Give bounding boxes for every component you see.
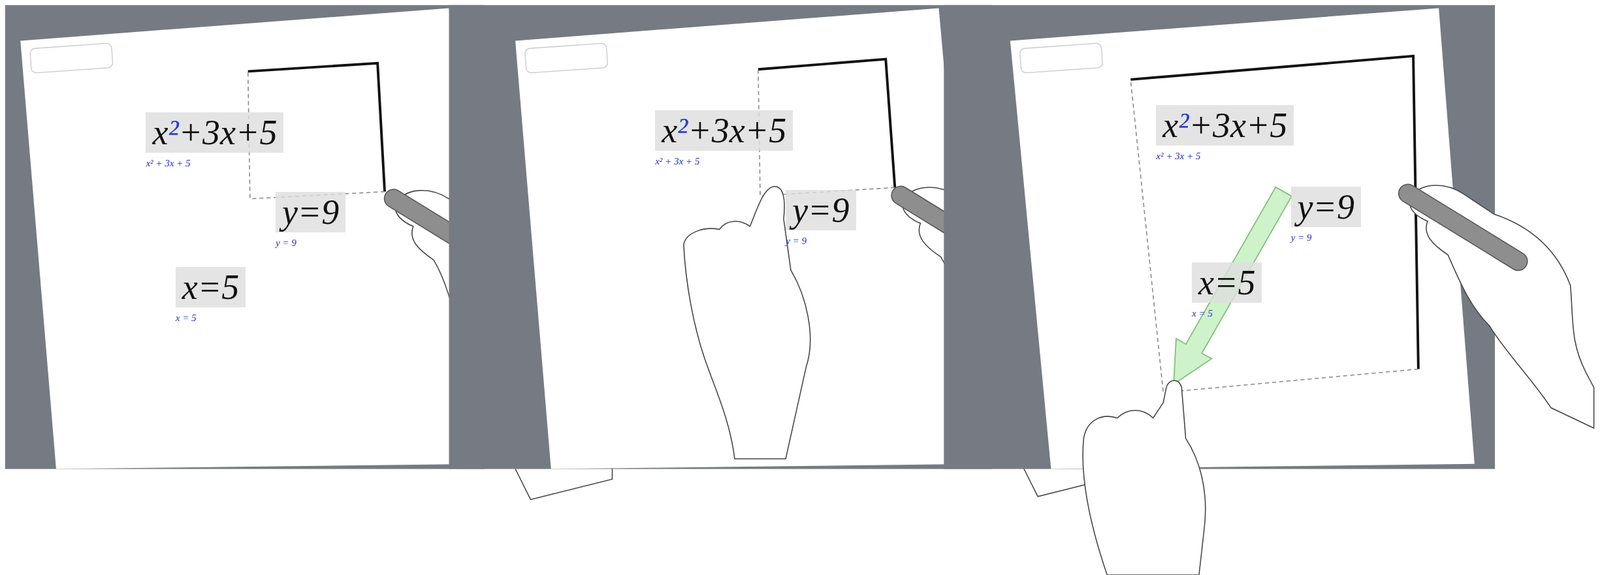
glyph: y xyxy=(282,192,298,232)
glyph: + xyxy=(178,112,203,153)
expression-box: y=9y = 9 xyxy=(1291,186,1361,244)
tablet-screen xyxy=(515,7,980,469)
glyph: ² xyxy=(1178,105,1189,145)
glyph: 5 xyxy=(768,111,787,151)
screen-tab xyxy=(525,43,608,74)
glyph: 9 xyxy=(1336,187,1355,227)
pen xyxy=(1394,180,1531,275)
recognized-text: y = 9 xyxy=(785,235,856,247)
glyph: x xyxy=(729,111,746,151)
handwritten-expression: y=9 xyxy=(785,190,856,231)
handwritten-expression: x=5 xyxy=(175,267,246,308)
recognized-text: x² + 3x + 5 xyxy=(1155,150,1294,162)
glyph: 3 xyxy=(1212,105,1231,145)
tablet-body xyxy=(449,5,992,470)
glyph: = xyxy=(1313,187,1337,227)
glyph: 9 xyxy=(832,190,850,230)
screen-tab xyxy=(30,43,113,74)
expression-box: x²+3x+5x² + 3x + 5 xyxy=(1155,105,1294,162)
expression-box: x=5x = 5 xyxy=(175,267,246,324)
handwritten-expression: y=9 xyxy=(1291,186,1361,228)
drag-arrow xyxy=(1173,187,1292,385)
recognized-text: x = 5 xyxy=(1191,308,1262,320)
selection-border xyxy=(758,59,895,189)
recognized-text: y = 9 xyxy=(275,237,346,249)
recognized-text: x² + 3x + 5 xyxy=(145,158,284,170)
glyph: = xyxy=(197,267,222,307)
tablet-screen xyxy=(1010,7,1475,469)
glyph: x xyxy=(1230,105,1247,145)
recognized-text: x² + 3x + 5 xyxy=(655,156,793,168)
expression-box: y=9y = 9 xyxy=(275,192,346,249)
glyph: 3 xyxy=(202,112,221,153)
handwritten-expression: x²+3x+5 xyxy=(145,112,284,153)
glyph: + xyxy=(687,111,712,151)
expression-box: y=9y = 9 xyxy=(785,190,856,247)
glyph: 3 xyxy=(711,111,730,151)
glyph: + xyxy=(1246,105,1270,145)
expression-box: x=5x = 5 xyxy=(1191,262,1262,320)
selection-border xyxy=(758,69,895,196)
glyph: 5 xyxy=(1237,263,1256,303)
glyph: x xyxy=(182,267,198,307)
glyph: x xyxy=(220,112,236,153)
expression-box: x²+3x+5x² + 3x + 5 xyxy=(655,110,793,168)
glyph: ² xyxy=(167,112,179,153)
expression-box: x²+3x+5x² + 3x + 5 xyxy=(145,112,284,170)
glyph: 9 xyxy=(321,192,339,232)
glyph: ² xyxy=(677,111,688,151)
glyph: 5 xyxy=(1269,105,1288,145)
glyph: x xyxy=(1198,263,1215,303)
glyph: x xyxy=(661,111,678,151)
handwritten-expression: x²+3x+5 xyxy=(655,110,793,151)
glyph: + xyxy=(745,111,769,151)
selection-border xyxy=(248,71,385,199)
glyph: x xyxy=(152,112,168,153)
handwritten-expression: y=9 xyxy=(275,192,346,233)
glyph: x xyxy=(1162,105,1179,145)
tablet-body xyxy=(943,5,1495,470)
recognized-text: x = 5 xyxy=(175,312,246,324)
glyph: y xyxy=(792,190,808,230)
screen-tab xyxy=(1019,43,1103,74)
glyph: = xyxy=(807,190,832,230)
glyph: = xyxy=(297,192,322,232)
glyph: 5 xyxy=(259,112,277,153)
handwritten-expression: x²+3x+5 xyxy=(1155,105,1294,146)
glyph: + xyxy=(235,112,260,153)
selection-border xyxy=(1130,79,1419,394)
hand-drawing xyxy=(1082,380,1206,575)
recognized-text: y = 9 xyxy=(1291,232,1361,244)
glyph: 5 xyxy=(221,267,240,307)
selection-border xyxy=(248,63,385,192)
glyph: + xyxy=(1188,105,1213,145)
handwritten-expression: x=5 xyxy=(1191,262,1262,304)
glyph: = xyxy=(1214,263,1238,303)
glyph: y xyxy=(1297,187,1314,227)
